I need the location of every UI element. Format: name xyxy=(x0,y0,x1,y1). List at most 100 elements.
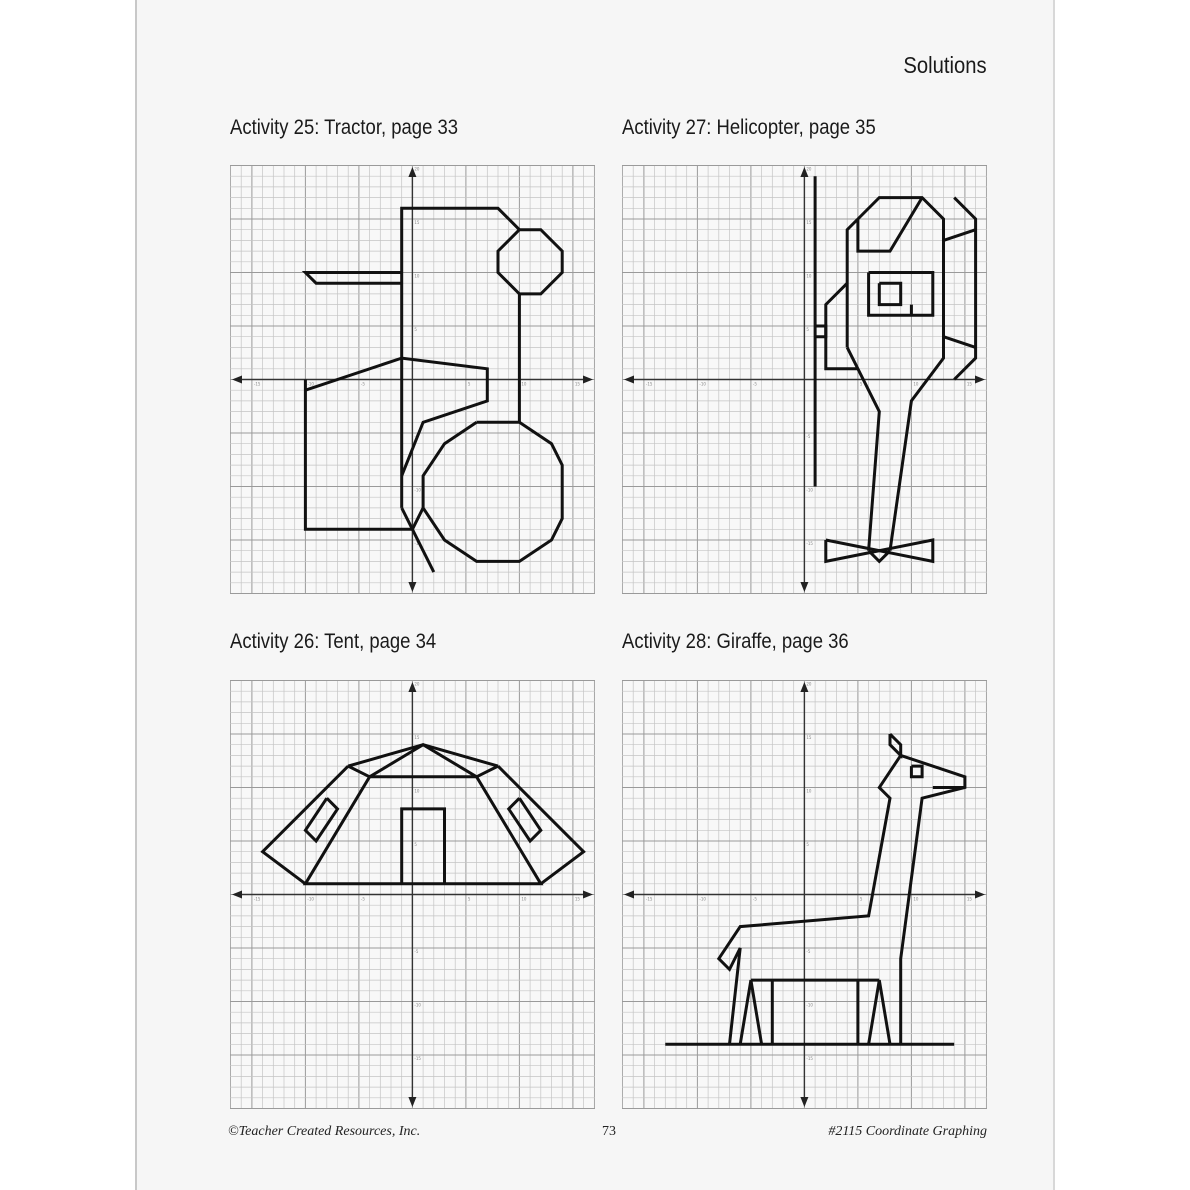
arrow-down-icon xyxy=(800,1097,809,1107)
plotted-segment xyxy=(421,420,564,563)
y-tick-label: -15 xyxy=(806,1056,813,1061)
plotted-segment xyxy=(867,271,935,317)
plotted-segment xyxy=(303,379,413,531)
x-tick-label: 10 xyxy=(521,382,527,387)
footer-book-title: #2115 Coordinate Graphing xyxy=(828,1124,987,1139)
x-tick-label: -5 xyxy=(361,897,365,902)
x-tick-label: 15 xyxy=(575,897,581,902)
y-tick-label: 5 xyxy=(806,842,809,847)
plotted-segment xyxy=(260,765,350,886)
arrow-right-icon xyxy=(975,375,985,384)
y-tick-label: 20 xyxy=(414,167,420,172)
footer-publisher: ©Teacher Created Resources, Inc. xyxy=(228,1124,421,1139)
y-tick-label: 15 xyxy=(414,735,420,740)
y-tick-label: 5 xyxy=(414,327,417,332)
arrow-left-icon xyxy=(232,375,242,384)
plotted-segment xyxy=(899,753,967,1045)
plotted-segment xyxy=(400,807,446,884)
x-tick-label: -10 xyxy=(699,382,706,387)
x-tick-label: -15 xyxy=(646,382,653,387)
graph-title-helicopter: Activity 27: Helicopter, page 35 xyxy=(622,116,876,139)
x-tick-label: -10 xyxy=(699,897,706,902)
y-tick-label: 20 xyxy=(806,682,812,687)
arrow-right-icon xyxy=(975,890,985,899)
arrow-left-icon xyxy=(624,890,634,899)
plotted-segment xyxy=(303,797,340,844)
arrow-right-icon xyxy=(583,890,593,899)
plotted-segment xyxy=(400,507,436,573)
arrow-down-icon xyxy=(408,582,417,592)
plotted-segment xyxy=(506,797,543,844)
arrow-up-icon xyxy=(408,167,417,177)
arrow-left-icon xyxy=(624,375,634,384)
x-tick-label: 10 xyxy=(521,897,527,902)
y-tick-label: 15 xyxy=(806,735,812,740)
plotted-segment xyxy=(888,732,903,760)
arrow-up-icon xyxy=(408,682,417,692)
arrow-up-icon xyxy=(800,682,809,692)
plotted-segment xyxy=(856,196,924,253)
y-tick-label: -10 xyxy=(806,488,813,493)
x-tick-label: 5 xyxy=(860,382,863,387)
x-tick-label: 5 xyxy=(468,382,471,387)
plotted-segment xyxy=(304,356,489,477)
plotted-segment xyxy=(815,324,828,339)
x-tick-label: 15 xyxy=(967,382,973,387)
plotted-segment xyxy=(496,228,564,296)
graph-title-tractor: Activity 25: Tractor, page 33 xyxy=(230,116,459,139)
plotted-segment xyxy=(867,549,892,564)
x-tick-label: 15 xyxy=(575,382,581,387)
x-tick-label: -15 xyxy=(254,382,261,387)
x-tick-label: 10 xyxy=(913,897,919,902)
arrow-down-icon xyxy=(800,582,809,592)
y-tick-label: -10 xyxy=(806,1003,813,1008)
y-tick-label: -5 xyxy=(414,949,418,954)
plotted-segment xyxy=(953,196,978,381)
plotted-segment xyxy=(943,335,977,349)
x-tick-label: 5 xyxy=(468,897,471,902)
y-tick-label: 5 xyxy=(806,327,809,332)
y-tick-label: -15 xyxy=(414,1056,421,1061)
x-tick-label: -15 xyxy=(254,897,261,902)
y-tick-label: 10 xyxy=(806,789,812,794)
plotted-segment xyxy=(845,346,881,551)
y-tick-label: 20 xyxy=(806,167,812,172)
plotted-segment xyxy=(716,754,902,1045)
y-tick-label: 20 xyxy=(414,682,420,687)
arrow-right-icon xyxy=(583,375,593,384)
y-tick-label: -10 xyxy=(414,1003,421,1008)
page-header: Solutions xyxy=(903,52,987,78)
x-tick-label: -15 xyxy=(646,897,653,902)
x-tick-label: 15 xyxy=(967,897,973,902)
y-tick-label: 15 xyxy=(414,220,420,225)
plotted-segment xyxy=(943,228,977,242)
x-tick-label: -5 xyxy=(753,897,757,902)
y-tick-label: -15 xyxy=(806,541,813,546)
plotted-segment xyxy=(877,281,903,307)
footer-page-number: 73 xyxy=(602,1124,616,1139)
y-tick-label: -10 xyxy=(414,488,421,493)
y-tick-label: 10 xyxy=(414,274,420,279)
graph-title-tent: Activity 26: Tent, page 34 xyxy=(230,630,437,653)
plotted-segment xyxy=(368,742,478,779)
plotted-segment xyxy=(867,979,892,1045)
plotted-segment xyxy=(909,764,924,779)
arrow-up-icon xyxy=(800,167,809,177)
x-tick-label: -5 xyxy=(753,382,757,387)
x-tick-label: 10 xyxy=(913,382,919,387)
x-tick-label: -10 xyxy=(307,897,314,902)
y-tick-label: 10 xyxy=(414,789,420,794)
x-tick-label: 5 xyxy=(860,897,863,902)
arrow-down-icon xyxy=(408,1097,417,1107)
arrow-left-icon xyxy=(232,890,242,899)
graph-title-giraffe: Activity 28: Giraffe, page 36 xyxy=(622,630,849,653)
plotted-segment xyxy=(302,776,544,886)
plotted-segment xyxy=(411,507,425,530)
x-tick-label: -5 xyxy=(361,382,365,387)
